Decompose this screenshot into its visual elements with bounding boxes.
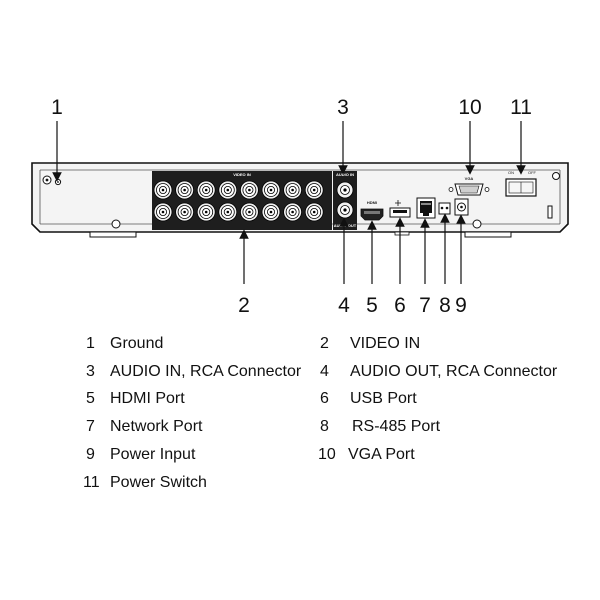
legend-label: Network Port bbox=[110, 418, 203, 435]
legend-label: AUDIO IN, RCA Connector bbox=[110, 363, 302, 380]
legend-label: VGA Port bbox=[348, 446, 415, 463]
network-port bbox=[416, 197, 436, 219]
legend-label: VIDEO IN bbox=[350, 335, 421, 352]
bnc-connector bbox=[153, 202, 173, 222]
legend-number: 3 bbox=[86, 363, 95, 380]
legend-label: HDMI Port bbox=[110, 390, 185, 407]
callout-11: 11 bbox=[510, 96, 532, 119]
legend-label: Power Input bbox=[110, 446, 196, 463]
bnc-connector bbox=[304, 202, 324, 222]
bnc-connector bbox=[175, 202, 195, 222]
callout-10: 10 bbox=[458, 96, 481, 119]
bnc-connector bbox=[261, 180, 281, 200]
callout-8: 8 bbox=[439, 294, 451, 317]
bnc-connector bbox=[196, 180, 216, 200]
legend-label: USB Port bbox=[350, 390, 417, 407]
rs485-port bbox=[438, 202, 451, 215]
legend-number: 8 bbox=[320, 418, 329, 435]
video-in-label: VIDEO IN bbox=[233, 172, 251, 177]
bnc-connector bbox=[239, 180, 259, 200]
power-switch: ON OFF bbox=[505, 170, 537, 197]
legend-label: AUDIO OUT, RCA Connector bbox=[350, 363, 558, 380]
bnc-connector bbox=[175, 180, 195, 200]
callout-9: 9 bbox=[455, 294, 467, 317]
callout-5: 5 bbox=[366, 294, 378, 317]
legend-number: 9 bbox=[86, 446, 95, 463]
legend-label: Ground bbox=[110, 335, 164, 352]
bnc-connector bbox=[196, 202, 216, 222]
legend-label: Power Switch bbox=[110, 474, 207, 491]
switch-off-label: OFF bbox=[528, 170, 537, 175]
bnc-connector bbox=[304, 180, 324, 200]
bnc-connector bbox=[153, 180, 173, 200]
bnc-connector bbox=[218, 180, 238, 200]
hdmi-port: HDMI bbox=[360, 200, 384, 221]
callout-7: 7 bbox=[419, 294, 431, 317]
usb-port bbox=[389, 200, 411, 218]
bnc-connector bbox=[283, 180, 303, 200]
legend-label: RS-485 Port bbox=[352, 418, 441, 435]
callout-6: 6 bbox=[394, 294, 406, 317]
bnc-connectors bbox=[153, 180, 324, 222]
callout-2: 2 bbox=[238, 294, 250, 317]
legend-number: 4 bbox=[320, 363, 329, 380]
callout-4: 4 bbox=[338, 294, 350, 317]
hdmi-label: HDMI bbox=[367, 200, 377, 205]
switch-on-label: ON bbox=[508, 170, 514, 175]
legend-number: 2 bbox=[320, 335, 329, 352]
legend-number: 6 bbox=[320, 390, 329, 407]
vga-label: VGA bbox=[465, 176, 474, 181]
legend-number: 11 bbox=[83, 474, 100, 491]
legend-number: 1 bbox=[86, 335, 95, 352]
legend-number: 10 bbox=[318, 446, 336, 463]
bnc-connector bbox=[218, 202, 238, 222]
callout-numbers: 1 3 10 11 2 4 5 6 7 8 9 bbox=[51, 96, 532, 317]
callout-1: 1 bbox=[51, 96, 63, 119]
legend-number: 7 bbox=[86, 418, 95, 435]
bnc-connector bbox=[239, 202, 259, 222]
vga-port: VGA bbox=[448, 176, 490, 196]
bnc-connector bbox=[283, 202, 303, 222]
bnc-connector bbox=[261, 202, 281, 222]
leader-lines bbox=[52, 121, 526, 284]
legend-number: 5 bbox=[86, 390, 95, 407]
callout-3: 3 bbox=[337, 96, 349, 119]
power-input bbox=[454, 198, 469, 216]
